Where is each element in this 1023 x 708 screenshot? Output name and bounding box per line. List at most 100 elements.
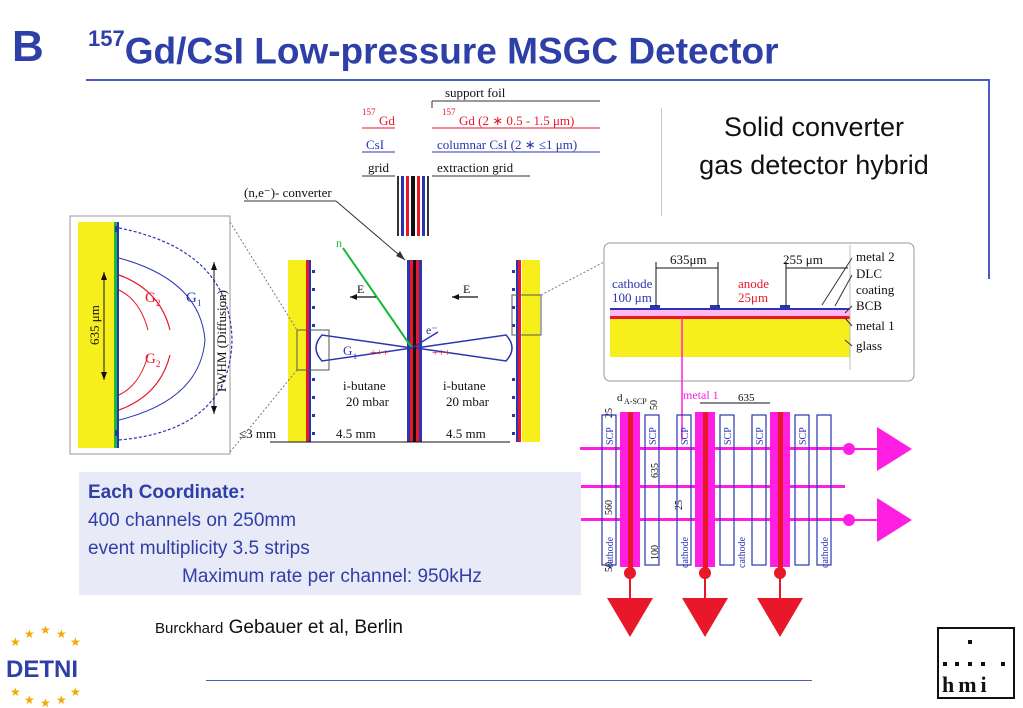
hmi-logo-text: hmi [942, 672, 991, 697]
svg-text:+++: +++ [370, 347, 389, 359]
svg-text:★: ★ [24, 693, 35, 707]
label-csi-right: columnar CsI (2 ∗ ≤1 μm) [437, 137, 577, 152]
label-gd-right-sup: 157 [442, 107, 456, 117]
svg-text:SCP: SCP [755, 427, 766, 445]
field-left-label: E [357, 282, 364, 296]
plan-dim-635-vert: 635 [650, 463, 661, 478]
plan-dim-50: 50 [649, 400, 660, 410]
row-preamp-node-1 [843, 443, 855, 455]
plan-dim-635: 635 [738, 392, 755, 404]
layer-glass: glass [856, 338, 882, 353]
gas-right-line2: 20 mbar [446, 394, 490, 409]
svg-text:A-SCP: A-SCP [624, 397, 647, 406]
inset-right-dim-635: 635μm [670, 252, 707, 267]
svg-text:1: 1 [197, 298, 202, 308]
dim-mid-left: 4.5 mm [336, 426, 376, 441]
svg-text:SCP: SCP [723, 427, 734, 445]
row-preamp-node-2 [843, 514, 855, 526]
layer-metal1: metal 1 [856, 318, 895, 333]
row-amplifier-2 [877, 498, 912, 542]
title-text: Gd/CsI Low-pressure MSGC Detector [124, 30, 779, 72]
layer-metal2: metal 2 [856, 249, 895, 264]
neutron-track [342, 247, 413, 349]
label-csi-left: CsI [366, 137, 384, 152]
layer-coating: coating [856, 282, 895, 297]
inset-left-zoom: 635 μm G 2 G 1 G 2 FWHM (Diffusion) [69, 215, 233, 455]
label-support-foil: support foil [445, 85, 506, 100]
credit: Burckhard Gebauer et al, Berlin [155, 617, 403, 639]
info-box-heading: Each Coordinate: [88, 482, 246, 503]
svg-text:★: ★ [24, 627, 35, 641]
label-grid-right: extraction grid [437, 160, 514, 175]
svg-text:cathode: cathode [737, 536, 748, 568]
label-gd-left-sup: 157 [362, 107, 376, 117]
plan-d-label: d [617, 392, 623, 404]
column-group-3: SCP SCP cathode [751, 412, 832, 637]
inset-right-cathode-2: 100 μm [612, 290, 652, 305]
electron-cloud-right [415, 334, 513, 362]
column-amplifier-2 [682, 598, 728, 637]
column-amplifier-3 [757, 598, 803, 637]
svg-text:1: 1 [353, 352, 357, 361]
svg-text:SCP: SCP [680, 427, 691, 445]
inset-left-fwhm: FWHM (Diffusion) [214, 290, 229, 392]
plan-dim-560: 560 [604, 500, 615, 515]
hmi-logo: hmi [937, 627, 1015, 699]
electrode-strip-dots [312, 270, 515, 435]
inset-right-layers: 635μm 255 μm cathode 100 μm anode 25μm m… [603, 242, 915, 382]
title-rule [86, 79, 990, 81]
inset-left-g2-top: G [145, 290, 156, 306]
svg-text:cathode: cathode [680, 536, 691, 568]
cross-section: n +++ +++ e⁻ G 1 E E i-butane 20 mbar i-… [229, 221, 605, 453]
layer-bcb: BCB [856, 298, 882, 313]
label-converter: (n,e⁻)- converter [244, 185, 332, 200]
field-right-label: E [463, 282, 470, 296]
footer-rule [206, 680, 812, 681]
gas-left-line2: 20 mbar [346, 394, 390, 409]
plan-metal1-label: metal 1 [683, 388, 719, 402]
info-box-line-3: Maximum rate per channel: 950kHz [182, 566, 482, 587]
plan-dim-50-bottom: 50 [604, 562, 615, 572]
svg-text:SCP: SCP [605, 427, 616, 445]
inset-right-anode-1: anode [738, 276, 769, 291]
credit-rest: Gebauer et al, Berlin [223, 617, 403, 638]
dim-left: ≤3 mm [239, 426, 276, 441]
inset-right-dim-255: 255 μm [783, 252, 823, 267]
credit-first-name: Burckhard [155, 620, 224, 637]
column-group-2: SCP SCP cathode cathode [676, 412, 748, 637]
column-group-1: SCP SCP cathode [601, 412, 660, 637]
inset-left-g1: G [186, 290, 197, 306]
svg-text:cathode: cathode [605, 536, 616, 568]
svg-text:★: ★ [40, 696, 51, 708]
svg-text:★: ★ [56, 693, 67, 707]
converter-stack [397, 176, 429, 236]
detni-logo-text: DETNI [6, 656, 78, 683]
slide-section-letter: B [12, 22, 44, 71]
layer-stack-labels: support foil 157 Gd 157 Gd (2 ∗ 0.5 - 1.… [244, 85, 600, 261]
svg-text:★: ★ [10, 685, 21, 699]
gas-right-line1: i-butane [443, 378, 486, 393]
svg-text:+++: +++ [432, 347, 451, 359]
neutron-label: n [336, 236, 342, 250]
plan-dim-25-mid: 25 [674, 500, 685, 510]
column-amplifier-1 [607, 598, 653, 637]
subtitle: Solid converter gas detector hybrid [664, 108, 964, 184]
info-box [79, 472, 581, 595]
gas-left-line1: i-butane [343, 378, 386, 393]
svg-text:2: 2 [156, 359, 161, 369]
svg-text:★: ★ [40, 623, 51, 637]
subtitle-separator [661, 108, 662, 216]
label-gd-right: Gd (2 ∗ 0.5 - 1.5 μm) [459, 113, 574, 128]
slide-title: 157Gd/CsI Low-pressure MSGC Detector [88, 26, 779, 72]
svg-text:cathode: cathode [820, 536, 831, 568]
electron-cloud-left [315, 334, 413, 362]
electron-label: e⁻ [426, 323, 438, 337]
g1-label-center: G [343, 343, 352, 358]
label-gd-left: Gd [379, 113, 395, 128]
svg-text:SCP: SCP [798, 427, 809, 445]
dim-mid-right: 4.5 mm [446, 426, 486, 441]
svg-text:2: 2 [156, 298, 161, 308]
plan-dim-100: 100 [650, 545, 661, 560]
svg-text:★: ★ [10, 635, 21, 649]
